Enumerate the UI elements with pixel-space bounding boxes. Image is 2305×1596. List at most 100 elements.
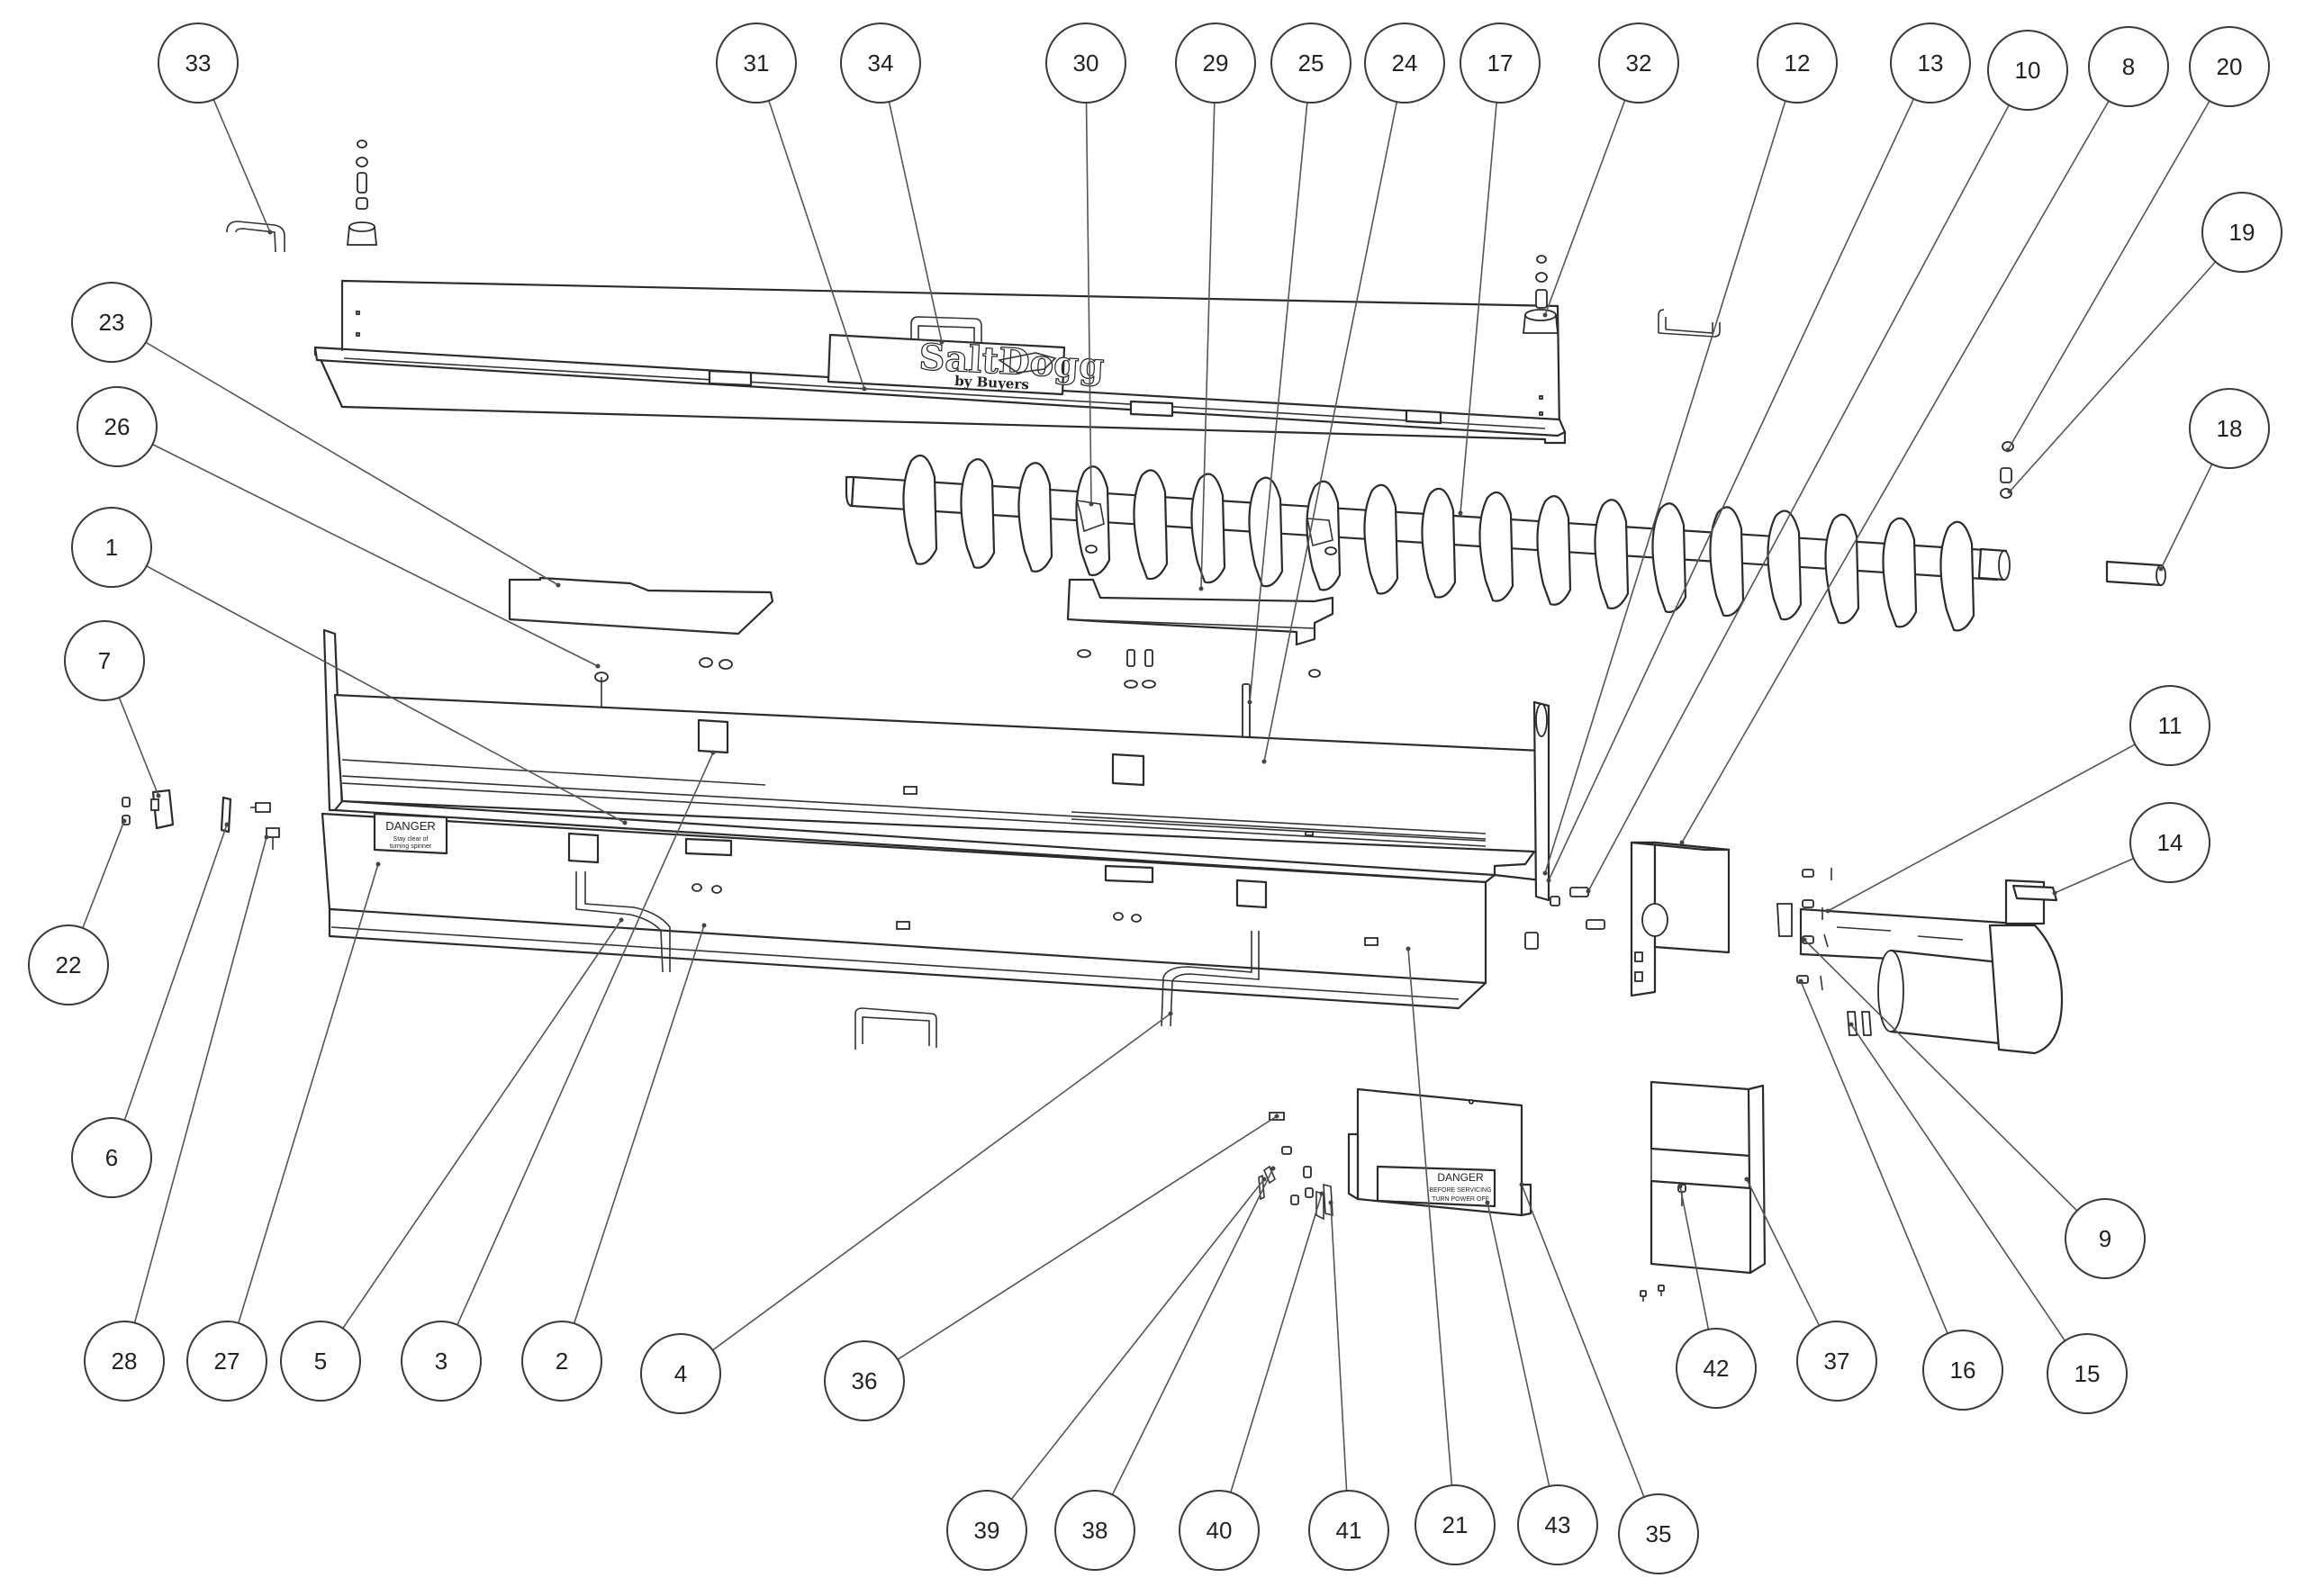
- leader-line-3: [456, 752, 714, 1326]
- callout-number: 5: [314, 1348, 327, 1375]
- callout-16: 16: [1922, 1330, 2003, 1411]
- part-8-20-19-hardware: [2000, 441, 2014, 499]
- leader-tip-34: [939, 339, 945, 345]
- leader-line-25: [1249, 102, 1308, 703]
- leader-line-40: [1230, 1193, 1323, 1493]
- leader-tip-42: [1677, 1184, 1683, 1189]
- leader-line-42: [1679, 1186, 1710, 1330]
- callout-circle: [640, 1333, 721, 1414]
- callout-number: 9: [2099, 1225, 2111, 1252]
- callout-number: 1: [105, 534, 118, 561]
- part-33-handle: [226, 221, 285, 253]
- auger-flight: [1709, 506, 1745, 618]
- leader-tip-9: [1802, 937, 1807, 942]
- leader-tip-38: [1270, 1166, 1276, 1171]
- leader-line-30: [1085, 102, 1092, 505]
- leader-line-1: [146, 565, 626, 824]
- callout-22: 22: [28, 924, 109, 1005]
- leader-tip-41: [1328, 1200, 1333, 1205]
- auger-flight: [960, 458, 996, 569]
- callout-number: 22: [56, 951, 82, 978]
- leader-line-13: [1548, 98, 1915, 881]
- callout-circle: [1757, 23, 1838, 104]
- leader-line-35: [1521, 1184, 1645, 1498]
- leader-tip-31: [862, 386, 867, 392]
- callout-number: 41: [1336, 1517, 1362, 1544]
- callout-18: 18: [2189, 388, 2270, 469]
- leader-line-43: [1487, 1202, 1550, 1487]
- leader-tip-26: [595, 663, 601, 669]
- leader-tip-14: [2052, 890, 2057, 896]
- callout-circle: [1987, 30, 2068, 111]
- part-5-rod: [575, 871, 671, 973]
- callout-number: 29: [1203, 50, 1229, 77]
- leader-line-28: [133, 836, 267, 1323]
- callout-number: 11: [2158, 712, 2183, 739]
- auger-flight: [1306, 480, 1342, 591]
- callout-30: 30: [1045, 23, 1126, 104]
- callout-circle: [2129, 685, 2210, 766]
- leader-line-15: [1850, 1023, 2066, 1341]
- leader-tip-27: [375, 861, 381, 867]
- leader-line-41: [1330, 1202, 1348, 1492]
- callout-number: 21: [1442, 1511, 1469, 1538]
- part-14-motor: [1799, 879, 2064, 1055]
- callout-number: 18: [2217, 415, 2243, 442]
- callout-number: 13: [1918, 50, 1944, 77]
- leader-line-10: [1587, 104, 2010, 892]
- callout-number: 38: [1082, 1517, 1108, 1544]
- leader-tip-32: [1542, 312, 1548, 318]
- callout-14: 14: [2129, 802, 2210, 883]
- callout-20: 20: [2189, 26, 2270, 107]
- leader-line-6: [123, 824, 228, 1121]
- leader-line-38: [1111, 1168, 1274, 1495]
- cover-danger-line1: BEFORE SERVICING: [1429, 1187, 1491, 1194]
- leader-tip-21: [1406, 946, 1411, 951]
- auger-flight: [1594, 499, 1630, 609]
- logo-brand-text: SaltDogg: [917, 336, 1105, 388]
- leader-tip-37: [1744, 1177, 1749, 1182]
- leader-line-31: [768, 100, 865, 390]
- callout-circle: [946, 1490, 1027, 1571]
- leader-line-19: [2009, 261, 2217, 492]
- part-35-cover: DANGER BEFORE SERVICING TURN POWER OFF: [1347, 1087, 1532, 1217]
- callout-circle: [1054, 1490, 1135, 1571]
- leader-line-37: [1746, 1178, 1821, 1326]
- callout-number: 42: [1704, 1355, 1730, 1382]
- auger-flight: [1882, 517, 1918, 628]
- callout-number: 6: [105, 1144, 118, 1171]
- auger-flight: [1421, 487, 1457, 599]
- callout-number: 39: [974, 1517, 1000, 1544]
- callout-number: 10: [2015, 57, 2041, 84]
- callout-number: 7: [98, 647, 111, 674]
- part-10-housing: [1630, 841, 1731, 997]
- callout-number: 15: [2074, 1360, 2101, 1387]
- callout-number: 2: [556, 1348, 568, 1375]
- callout-circle: [186, 1321, 267, 1402]
- callout-number: 19: [2229, 219, 2255, 246]
- callout-number: 4: [674, 1360, 687, 1387]
- callout-circle: [1270, 23, 1351, 104]
- leader-line-36: [897, 1115, 1278, 1360]
- callout-11: 11: [2129, 685, 2210, 766]
- part-32-hardware: [1523, 255, 1559, 334]
- leader-tip-40: [1319, 1191, 1324, 1196]
- callout-39: 39: [946, 1490, 1027, 1571]
- leader-line-20: [2007, 100, 2210, 451]
- callout-circle: [64, 620, 145, 701]
- callout-36: 36: [824, 1340, 905, 1421]
- callout-circle: [2201, 192, 2282, 273]
- front-danger-decal: DANGER Stay clear of turning spinner: [373, 812, 448, 855]
- callout-3: 3: [401, 1321, 482, 1402]
- callout-10: 10: [1987, 30, 2068, 111]
- auger-flight: [1075, 465, 1111, 577]
- callout-38: 38: [1054, 1490, 1135, 1571]
- leader-line-5: [342, 919, 622, 1330]
- front-danger-heading: DANGER: [385, 819, 436, 833]
- leader-tip-28: [264, 834, 269, 840]
- callout-circle: [77, 386, 158, 467]
- leader-line-12: [1544, 100, 1786, 874]
- auger-flight: [902, 454, 938, 565]
- callout-circle: [1045, 23, 1126, 104]
